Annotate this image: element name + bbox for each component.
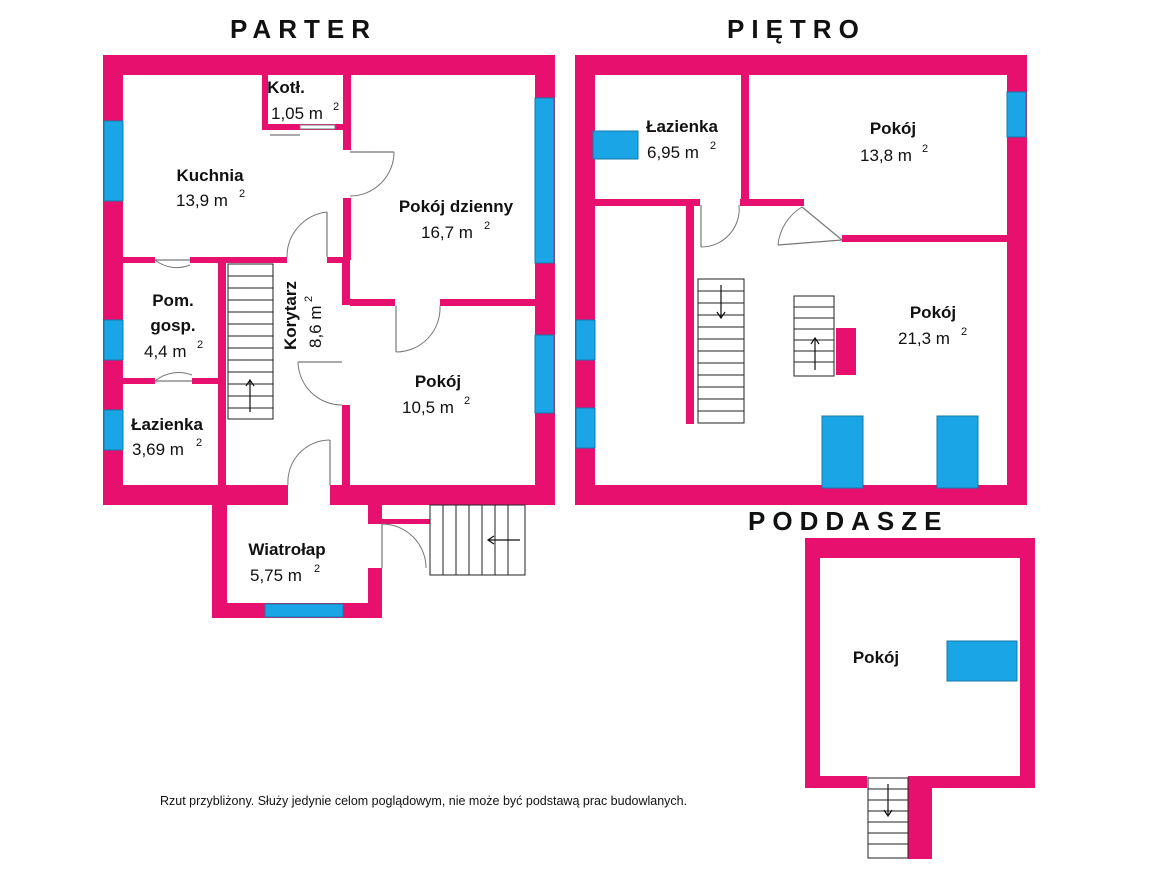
room-pom-gosp: Pom. gosp. 4,4 m 2 bbox=[144, 291, 203, 361]
parter-walls bbox=[103, 55, 555, 505]
room-area: 8,6 m bbox=[306, 305, 325, 348]
window bbox=[103, 409, 124, 451]
room-area: 10,5 m bbox=[402, 398, 454, 417]
parter-stairs bbox=[227, 263, 274, 420]
room-name: Pokój bbox=[415, 372, 461, 391]
poddasze-walls bbox=[805, 538, 1035, 859]
window bbox=[1006, 91, 1027, 138]
room-name: Pom. bbox=[152, 291, 194, 310]
room-pokoj-poddasze: Pokój bbox=[853, 648, 899, 667]
room-pokoj-dzienny: Pokój dzienny 16,7 m 2 bbox=[399, 197, 514, 242]
window bbox=[592, 130, 639, 160]
room-area: 21,3 m bbox=[898, 329, 950, 348]
room-name: Kuchnia bbox=[176, 166, 244, 185]
room-area-sup: 2 bbox=[197, 339, 203, 351]
window bbox=[821, 415, 864, 489]
room-name: Pokój bbox=[870, 119, 916, 138]
room-lazienka-pietro: Łazienka 6,95 m 2 bbox=[646, 117, 718, 162]
window bbox=[936, 415, 979, 489]
floor-title-pietro: PIĘTRO bbox=[727, 14, 866, 44]
room-area-sup: 2 bbox=[961, 326, 967, 338]
room-area-sup: 2 bbox=[314, 563, 320, 575]
room-pokoj-21-3: Pokój 21,3 m 2 bbox=[898, 303, 967, 348]
room-area-sup: 2 bbox=[464, 395, 470, 407]
room-pokoj-13-8: Pokój 13,8 m 2 bbox=[860, 119, 928, 165]
entrance-stairs bbox=[429, 504, 526, 576]
room-name: gosp. bbox=[150, 316, 195, 335]
room-area: 13,9 m bbox=[176, 191, 228, 210]
floor-title-parter: PARTER bbox=[230, 14, 377, 44]
room-area: 6,95 m bbox=[647, 143, 699, 162]
room-area: 4,4 m bbox=[144, 342, 187, 361]
poddasze-stairs bbox=[867, 777, 909, 859]
room-area-sup: 2 bbox=[196, 437, 202, 449]
window bbox=[946, 640, 1018, 682]
room-kotl: Kotł. 1,05 m 2 bbox=[267, 78, 339, 123]
pietro-walls bbox=[575, 55, 1027, 505]
attic-stairs bbox=[793, 295, 835, 377]
window bbox=[534, 334, 555, 414]
room-area-sup: 2 bbox=[710, 140, 716, 152]
window bbox=[264, 603, 344, 618]
room-area: 3,69 m bbox=[132, 440, 184, 459]
room-wiatrolap: Wiatrołap 5,75 m 2 bbox=[248, 540, 325, 585]
room-area: 13,8 m bbox=[860, 146, 912, 165]
room-area-sup: 2 bbox=[484, 220, 490, 232]
parter-windows bbox=[103, 97, 555, 618]
room-kuchnia: Kuchnia 13,9 m 2 bbox=[176, 166, 245, 210]
room-area-sup: 2 bbox=[333, 101, 339, 113]
window bbox=[534, 97, 555, 264]
wiatrolap-walls bbox=[212, 505, 430, 618]
room-area: 5,75 m bbox=[250, 566, 302, 585]
pietro-windows bbox=[575, 91, 1027, 489]
disclaimer: Rzut przybliżony. Służy jedynie celom po… bbox=[160, 794, 687, 808]
window bbox=[575, 407, 596, 449]
window bbox=[575, 319, 596, 361]
room-korytarz: Korytarz 8,6 m 2 bbox=[281, 281, 325, 350]
window bbox=[103, 120, 124, 202]
pietro-doors bbox=[700, 204, 843, 248]
room-area: 1,05 m bbox=[271, 104, 323, 123]
floor-title-poddasze: PODDASZE bbox=[748, 506, 948, 536]
room-area-sup: 2 bbox=[239, 188, 245, 200]
room-name: Pokój bbox=[853, 648, 899, 667]
window bbox=[103, 319, 124, 361]
room-name: Kotł. bbox=[267, 78, 305, 97]
parter-doors bbox=[154, 124, 441, 569]
room-area: 16,7 m bbox=[421, 223, 473, 242]
room-area-sup: 2 bbox=[922, 143, 928, 155]
room-pokoj-parter: Pokój 10,5 m 2 bbox=[402, 372, 470, 417]
room-name: Pokój dzienny bbox=[399, 197, 514, 216]
room-name: Pokój bbox=[910, 303, 956, 322]
room-name: Łazienka bbox=[646, 117, 718, 136]
room-name: Wiatrołap bbox=[248, 540, 325, 559]
room-name: Korytarz bbox=[281, 281, 300, 350]
room-lazienka-parter: Łazienka 3,69 m 2 bbox=[131, 415, 203, 459]
pietro-stairs bbox=[697, 278, 745, 424]
room-name: Łazienka bbox=[131, 415, 203, 434]
room-area-sup: 2 bbox=[303, 296, 315, 302]
